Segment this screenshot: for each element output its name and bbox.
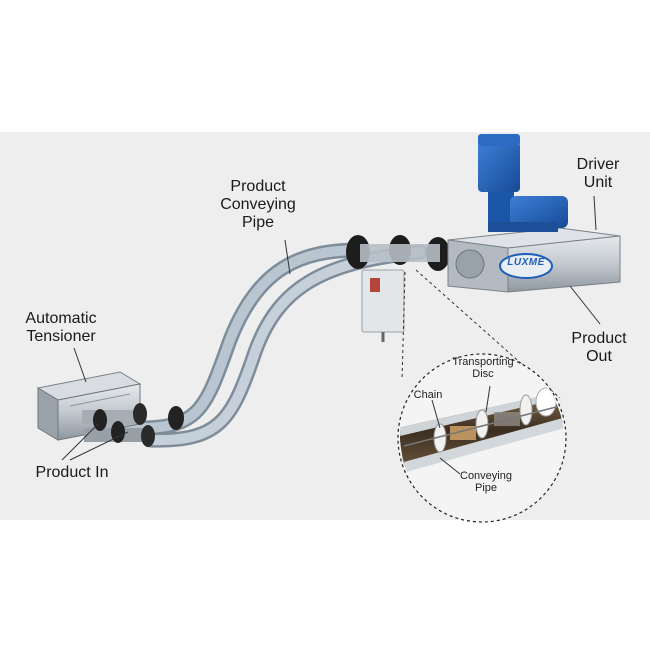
driver-unit-housing [447,227,621,293]
label-product-out: Product Out [571,330,627,365]
magnified-view [397,353,567,523]
outlet-flanges [346,235,450,271]
label-automatic-tensioner: Automatic Tensioner [25,310,97,345]
control-box [361,269,405,342]
label-conveying-pipe: Conveying Pipe [460,470,512,495]
label-transporting-disc: Transporting Disc [452,356,514,381]
luxme-logo: LUXME [507,257,545,268]
label-product-conveying-pipe: Product Conveying Pipe [220,178,296,231]
label-pointers [61,195,601,475]
label-driver-unit: Driver Unit [576,156,620,191]
label-chain: Chain [413,389,443,401]
leader-lines [401,269,561,399]
blue-motor [478,134,568,232]
automatic-tensioner-unit [36,371,184,447]
label-product-in: Product In [35,464,109,481]
